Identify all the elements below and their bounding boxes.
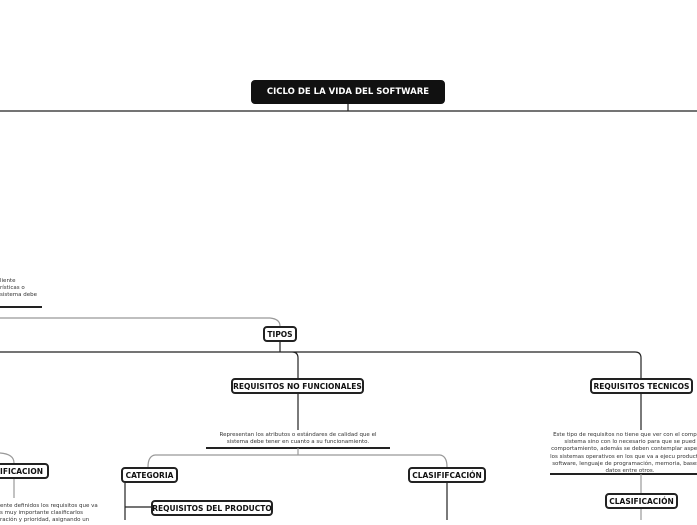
rt-desc: Este tipo de requisitos no tiene que ver… — [550, 432, 697, 475]
clasif-rnf-node[interactable]: CLASIFIFCACIÓN — [408, 467, 486, 483]
text-line: sistema debe — [0, 292, 38, 299]
left-clasif-node[interactable]: SIFICACION — [0, 463, 49, 479]
rt-node[interactable]: REQUISITOS TECNICOS — [590, 378, 693, 394]
text-line: liente — [0, 278, 16, 284]
clasif-rt-node[interactable]: CLASIFICACIÓN — [605, 493, 678, 509]
req-producto-node[interactable]: REQUISITOS DEL PRODUCTO — [151, 500, 273, 516]
rnf-desc: Representan los atributos o estándares d… — [219, 432, 377, 446]
root-node[interactable]: CICLO DE LA VIDA DEL SOFTWARE — [251, 80, 445, 104]
text-line: rísticas o — [0, 285, 25, 292]
categoria-node[interactable]: CATEGORIA — [121, 467, 178, 483]
rnf-node[interactable]: REQUISITOS NO FUNCIONALES — [231, 378, 364, 394]
tipos-node[interactable]: TIPOS — [263, 326, 297, 342]
left-desc: ente definidos los requisitos que va s m… — [0, 503, 98, 524]
